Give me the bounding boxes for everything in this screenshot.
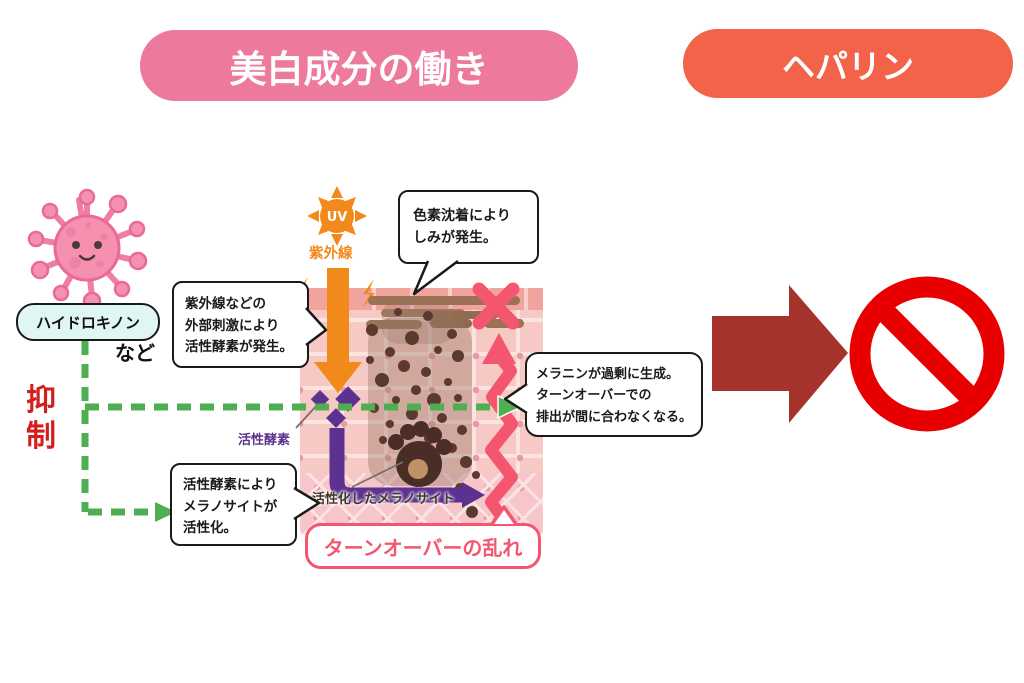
uv-sun-label: UV (327, 210, 348, 225)
prohibition-icon (849, 276, 1005, 432)
whitening-ingredients-banner: 美白成分の働き (140, 30, 578, 101)
bubble-line: 外部刺激により (185, 317, 280, 334)
bubble-line: 活性酵素が発生。 (185, 339, 293, 356)
whitening-banner-label: 美白成分の働き (229, 47, 489, 91)
bubble-line: メラノサイトが (183, 498, 278, 515)
hydroquinone-label: ハイドロキノン (36, 313, 140, 332)
pigmentation-bubble: 色素沈着により しみが発生。 (398, 190, 539, 264)
heparin-banner-label: ヘパリン (782, 46, 914, 86)
bubble-line: しみが発生。 (413, 230, 497, 247)
stimulus-bubble: 紫外線などの 外部刺激により 活性酵素が発生。 (172, 281, 309, 368)
turnover-disorder-label: ターンオーバーの乱れ (323, 535, 523, 560)
hydroquinone-molecule-icon (27, 188, 148, 311)
etc-label: など (115, 341, 155, 365)
activated-melanocyte-label: 活性化したメラノサイト (312, 492, 455, 507)
uv-sun-icon: UV (307, 186, 367, 246)
melanocyte-activation-bubble: 活性酵素により メラノサイトが 活性化。 (170, 463, 297, 546)
bubble-line: 活性化。 (183, 520, 237, 537)
suppress-label: 抑制 (26, 383, 56, 454)
bubble-line: メラニンが過剰に生成。 (536, 367, 680, 382)
active-enzyme-label: 活性酵素 (238, 433, 291, 448)
uv-ray-label: 紫外線 (309, 246, 353, 262)
bubble-line: ターンオーバーでの (536, 388, 652, 404)
hydroquinone-pill: ハイドロキノン (16, 303, 160, 341)
melanin-excess-bubble: メラニンが過剰に生成。 ターンオーバーでの 排出が間に合わなくなる。 (525, 352, 703, 437)
result-arrow (712, 285, 848, 423)
bubble-line: 色素沈着により (413, 208, 511, 224)
bubble-line: 排出が間に合わなくなる。 (536, 409, 693, 425)
skin-surface-layer (300, 288, 543, 310)
bubble-line: 紫外線などの (185, 296, 266, 312)
bubble-line: 活性酵素により (183, 477, 278, 493)
turnover-disorder-box: ターンオーバーの乱れ (305, 523, 541, 569)
heparin-banner: ヘパリン (683, 29, 1013, 98)
